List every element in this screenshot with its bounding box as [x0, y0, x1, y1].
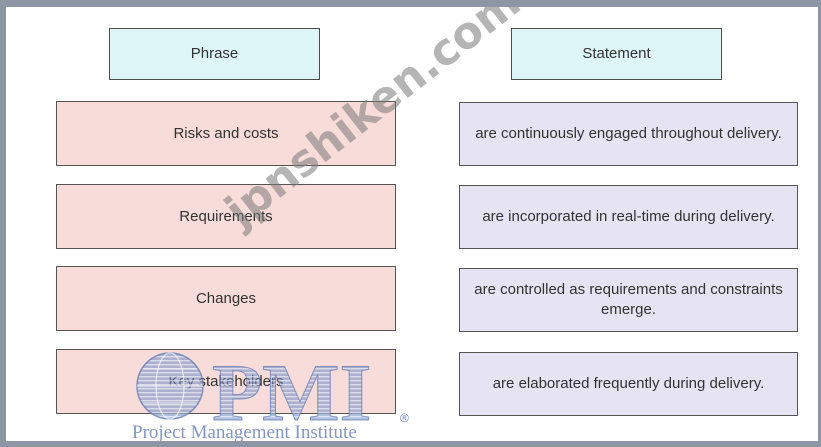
phrase-label: Risks and costs [173, 124, 279, 142]
phrase-label: Key stakeholders [168, 372, 284, 390]
phrase-header-label: Phrase [190, 45, 239, 62]
phrase-item-risks-and-costs[interactable]: Risks and costs [56, 101, 396, 166]
statement-text: are controlled as requirements and const… [474, 281, 783, 318]
phrase-label: Changes [195, 289, 257, 307]
pmi-tagline: Project Management Institute [132, 422, 357, 441]
phrase-item-requirements[interactable]: Requirements [56, 184, 396, 249]
statement-target-2[interactable]: are incorporated in real-time during del… [459, 185, 798, 249]
statement-target-4[interactable]: are elaborated frequently during deliver… [459, 352, 798, 416]
diagram-frame: Phrase Statement Risks and costs Require… [6, 7, 818, 441]
phrase-header: Phrase [109, 28, 320, 80]
phrase-label: Requirements [179, 207, 273, 225]
phrase-item-changes[interactable]: Changes [56, 266, 396, 331]
statement-text: are elaborated frequently during deliver… [492, 375, 765, 392]
statement-text: are continuously engaged throughout deli… [475, 125, 782, 142]
statement-target-1[interactable]: are continuously engaged throughout deli… [459, 102, 798, 166]
statement-header: Statement [511, 28, 722, 80]
phrase-item-key-stakeholders[interactable]: Key stakeholders [56, 349, 396, 414]
statement-text: are incorporated in real-time during del… [482, 208, 775, 225]
statement-header-label: Statement [582, 45, 651, 62]
pmi-registered-mark: ® [400, 411, 409, 425]
statement-target-3[interactable]: are controlled as requirements and const… [459, 268, 798, 332]
